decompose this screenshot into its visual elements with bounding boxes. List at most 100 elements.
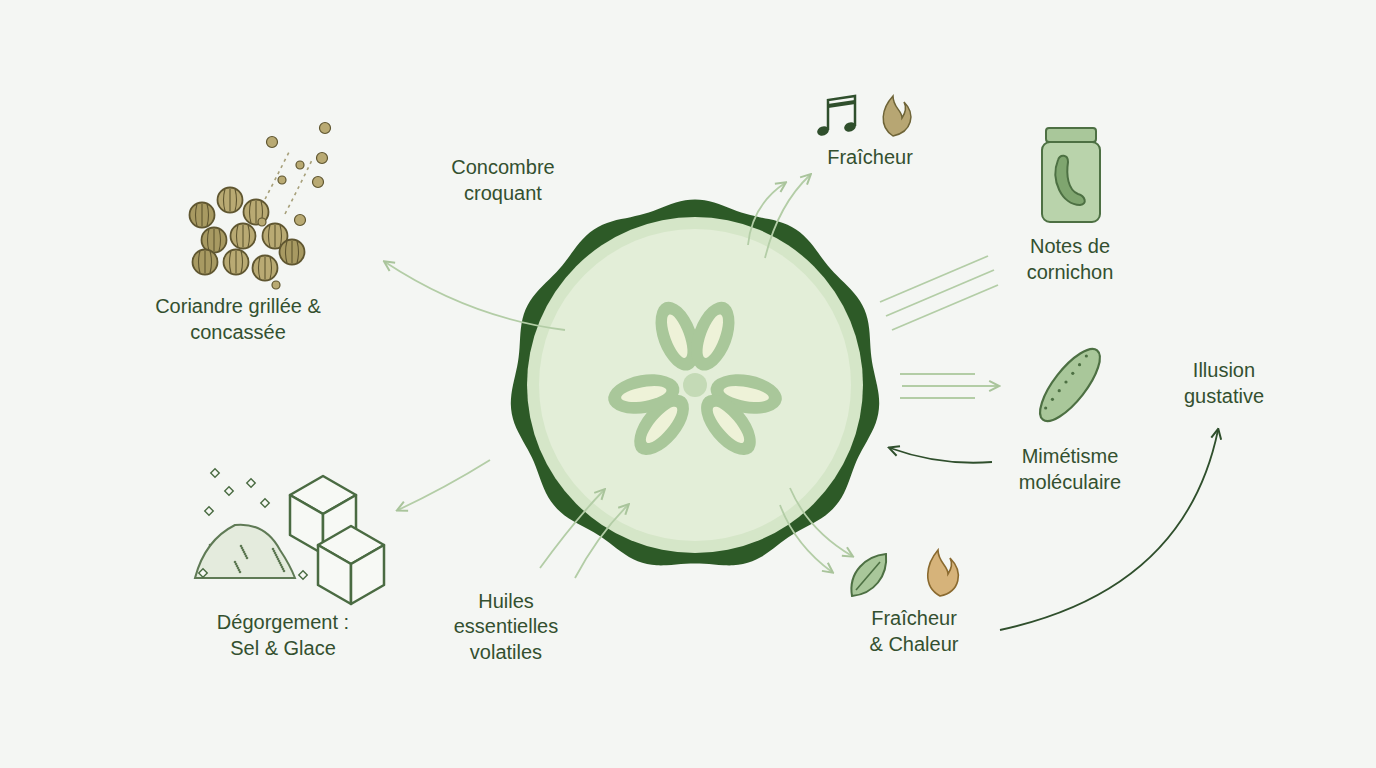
coriander-seed xyxy=(190,203,215,228)
seed-ridge xyxy=(235,189,237,211)
salt-crystal xyxy=(211,469,219,477)
flame-icon xyxy=(883,96,911,136)
motion-line xyxy=(900,373,975,375)
seed-cluster xyxy=(605,296,785,465)
note-beam xyxy=(828,102,855,106)
dotted-trail xyxy=(285,160,312,214)
pickle xyxy=(1055,156,1084,205)
coriander-seed xyxy=(193,250,218,275)
salt-pile xyxy=(195,525,295,578)
seed xyxy=(708,403,748,447)
coriander-seed xyxy=(280,240,305,265)
salt-grain xyxy=(240,545,243,548)
seed-crumb xyxy=(320,123,331,134)
seed-ridge xyxy=(219,229,221,251)
seed-ridge xyxy=(270,257,272,279)
arrow xyxy=(890,448,992,463)
seed-crumb xyxy=(317,153,328,164)
jar-lid xyxy=(1046,128,1096,142)
seed-ridge xyxy=(230,251,232,273)
flame xyxy=(928,550,959,596)
annotation-label: Huiles essentielles volatiles xyxy=(449,589,564,666)
seed-ridge xyxy=(280,225,282,247)
seed xyxy=(698,312,727,360)
salt-crystal xyxy=(261,499,269,507)
seed-ridge xyxy=(229,189,230,211)
cucumber xyxy=(1030,340,1109,429)
seed-ridge xyxy=(250,201,252,223)
seed-crumb xyxy=(267,137,278,148)
cucumber-flesh xyxy=(539,229,851,541)
seed-ridge xyxy=(224,189,226,211)
seed-ridge xyxy=(259,257,261,279)
motion-line xyxy=(892,285,998,330)
seed-ridge xyxy=(196,204,198,226)
seed-body xyxy=(280,240,305,265)
seed-ridge xyxy=(210,251,212,273)
bump xyxy=(1071,372,1074,375)
seed-ridge xyxy=(286,241,288,263)
arrow xyxy=(780,505,832,572)
flame-icon xyxy=(928,550,959,596)
arrow xyxy=(398,460,490,510)
motion-line xyxy=(900,397,975,399)
arrow xyxy=(790,488,852,556)
cucumber-rind xyxy=(511,200,879,566)
seed-body xyxy=(190,203,215,228)
salt-crystal xyxy=(205,507,213,515)
dotted-trail xyxy=(262,150,290,205)
salt-grain xyxy=(234,561,237,564)
seed-body xyxy=(218,188,243,213)
seed-ridge xyxy=(213,229,214,251)
coriander-icon xyxy=(190,123,331,290)
seed-ridge xyxy=(237,225,239,247)
cucumber-ring xyxy=(527,217,863,553)
seed-body xyxy=(193,250,218,275)
seed-ridge xyxy=(255,201,256,223)
salt-crystal xyxy=(225,487,233,495)
seed-ridge xyxy=(199,251,201,273)
seed-ridge xyxy=(204,251,205,273)
coriander-seed xyxy=(253,256,278,281)
seed-body xyxy=(231,224,256,249)
seed-crumb xyxy=(295,215,306,226)
seed-ridge xyxy=(235,251,236,273)
ice-cube xyxy=(318,526,384,604)
seed-core xyxy=(683,373,707,397)
annotation-label: Illusion gustative xyxy=(1169,358,1279,409)
jar-body xyxy=(1042,142,1100,222)
bump xyxy=(1051,398,1054,401)
salt-crystal xyxy=(199,569,207,577)
cucumber-bumps xyxy=(1044,354,1088,409)
seed-crumb xyxy=(296,161,304,169)
salt-ice-icon xyxy=(195,469,384,604)
annotation-label: Dégorgement : Sel & Glace xyxy=(213,610,353,661)
annotation-label: Fraîcheur xyxy=(827,145,913,171)
coriander-seed xyxy=(224,250,249,275)
cucumber-slice xyxy=(511,200,879,566)
annotation-label: Mimétisme moléculaire xyxy=(1005,444,1135,495)
arrow xyxy=(748,183,785,245)
seed-pocket xyxy=(691,385,766,465)
seed-crumb xyxy=(272,281,280,289)
bump xyxy=(1044,406,1047,409)
coriander-seed xyxy=(218,188,243,213)
seed-body xyxy=(224,250,249,275)
seed-ridge xyxy=(248,225,250,247)
seed-pocket xyxy=(605,369,683,419)
annotation-label: Fraîcheur & Chaleur xyxy=(864,606,964,657)
bump xyxy=(1058,389,1061,392)
seed-ridge xyxy=(291,241,292,263)
seed-ridge xyxy=(274,225,275,247)
seed xyxy=(620,383,668,405)
arrow xyxy=(765,175,810,258)
leaf-vein xyxy=(856,562,880,590)
arrows xyxy=(385,175,998,578)
cube-face xyxy=(318,545,351,604)
pickle-jar-icon xyxy=(1042,128,1100,222)
arrow xyxy=(1000,430,1218,630)
seed-ridge xyxy=(208,229,210,251)
arrow xyxy=(385,262,565,330)
seed-ridge xyxy=(207,204,209,226)
